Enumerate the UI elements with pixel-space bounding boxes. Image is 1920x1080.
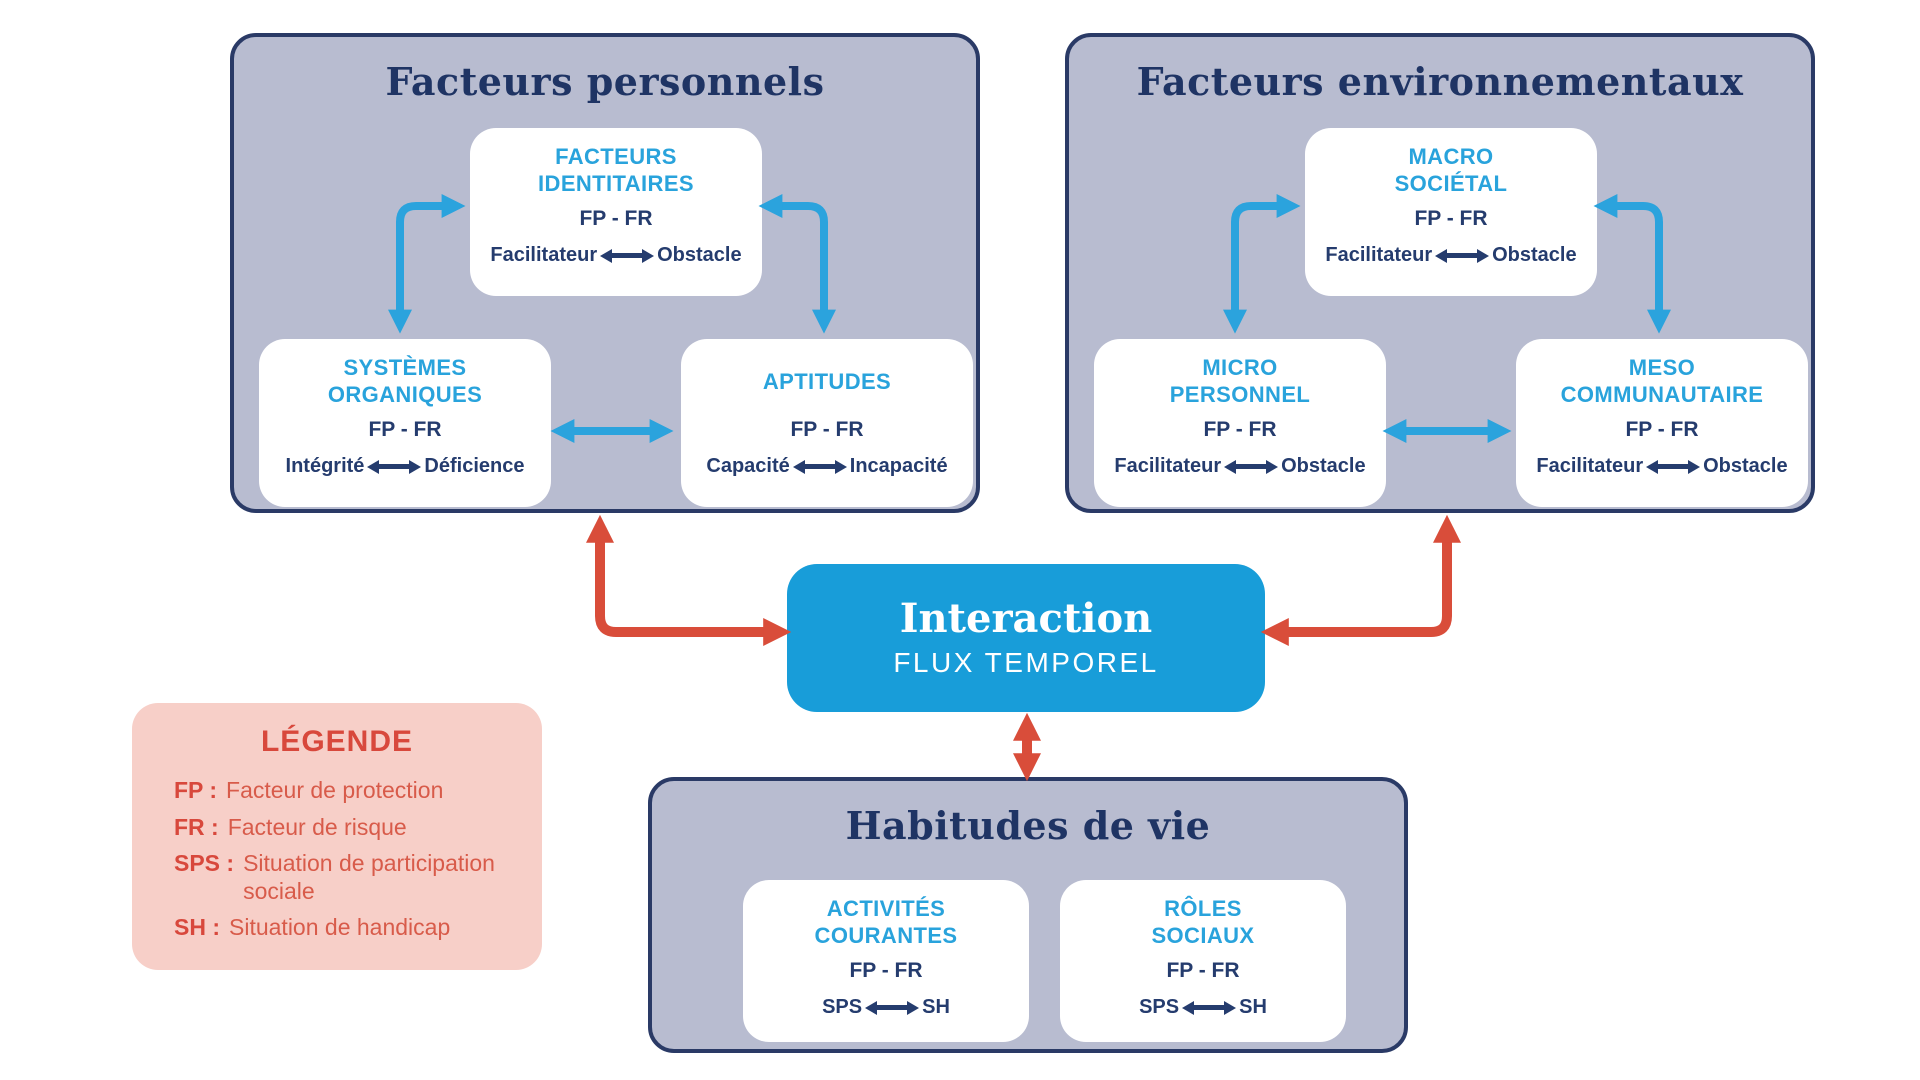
- box-heading: RÔLES SOCIAUX: [1151, 896, 1255, 948]
- panel-life-habits-title: Habitudes de vie: [845, 803, 1211, 848]
- double-arrow-icon: [378, 464, 411, 469]
- legend-text: Situation de participation sociale: [243, 850, 495, 904]
- double-arrow-icon: [611, 253, 644, 258]
- fp-fr-label: FP - FR: [1414, 207, 1488, 230]
- double-arrow-icon: [1657, 464, 1690, 469]
- panel-personal-factors: Facteurs personnels FACTEURS IDENTITAIRE…: [230, 33, 980, 513]
- panel-environmental-factors-title: Facteurs environnementaux: [1136, 59, 1744, 104]
- arrow-personal-interaction: [586, 514, 792, 646]
- spectrum-left-label: Facilitateur: [1325, 244, 1433, 266]
- spectrum-row: SPS SH: [1139, 996, 1267, 1019]
- box-heading: MACRO SOCIÉTAL: [1394, 144, 1508, 196]
- spectrum-right-label: SH: [922, 996, 950, 1018]
- panel-personal-factors-title: Facteurs personnels: [385, 59, 825, 104]
- legend-abbr: FR :: [174, 813, 219, 840]
- spectrum-left-label: Facilitateur: [1114, 455, 1222, 477]
- double-arrow-icon: [1235, 464, 1268, 469]
- box-macro-societal: MACRO SOCIÉTAL FP - FR Facilitateur Obst…: [1305, 128, 1597, 296]
- box-systemes-organiques: SYSTÈMES ORGANIQUES FP - FR Intégrité Dé…: [259, 339, 551, 507]
- spectrum-right-label: Obstacle: [1281, 455, 1366, 477]
- panel-environmental-factors: Facteurs environnementaux MACRO SOCIÉTAL…: [1065, 33, 1815, 513]
- box-heading: APTITUDES: [762, 368, 892, 394]
- spectrum-left-label: SPS: [1139, 996, 1180, 1018]
- box-heading: MESO COMMUNAUTAIRE: [1560, 355, 1764, 407]
- spectrum-row: SPS SH: [822, 996, 950, 1019]
- fp-fr-label: FP - FR: [790, 418, 864, 441]
- fp-fr-label: FP - FR: [1203, 418, 1277, 441]
- spectrum-row: Facilitateur Obstacle: [490, 244, 741, 267]
- box-roles-sociaux: RÔLES SOCIAUX FP - FR SPS SH: [1060, 880, 1346, 1042]
- box-aptitudes: APTITUDES FP - FR Capacité Incapacité: [681, 339, 973, 507]
- legend-entry: FP : Facteur de protection: [174, 777, 514, 805]
- spectrum-left-label: Facilitateur: [1536, 455, 1644, 477]
- legend-abbr: FP :: [174, 777, 218, 803]
- spectrum-right-label: Obstacle: [1703, 455, 1788, 477]
- fp-fr-label: FP - FR: [579, 207, 653, 230]
- spectrum-row: Intégrité Déficience: [286, 455, 525, 478]
- arrow-environmental-interaction: [1260, 514, 1461, 646]
- double-arrow-icon: [1193, 1005, 1226, 1010]
- legend-text: Facteur de risque: [227, 813, 407, 840]
- box-micro-personnel: MICRO PERSONNEL FP - FR Facilitateur Obs…: [1094, 339, 1386, 507]
- fp-fr-label: FP - FR: [849, 959, 923, 982]
- spectrum-right-label: Obstacle: [657, 244, 742, 266]
- legend-text: Situation de handicap: [229, 914, 451, 941]
- legend-text: Facteur de protection: [226, 777, 444, 803]
- spectrum-left-label: Capacité: [706, 455, 790, 477]
- spectrum-left-label: SPS: [822, 996, 863, 1018]
- interaction-title: Interaction: [899, 595, 1153, 642]
- box-heading: FACTEURS IDENTITAIRES: [538, 144, 694, 196]
- fp-fr-label: FP - FR: [1625, 418, 1699, 441]
- spectrum-left-label: Facilitateur: [490, 244, 598, 266]
- spectrum-right-label: Déficience: [424, 455, 525, 477]
- spectrum-row: Facilitateur Obstacle: [1114, 455, 1365, 478]
- box-meso-communautaire: MESO COMMUNAUTAIRE FP - FR Facilitateur …: [1516, 339, 1808, 507]
- legend-entry: SH : Situation de handicap: [174, 914, 514, 942]
- double-arrow-icon: [803, 464, 836, 469]
- spectrum-right-label: Obstacle: [1492, 244, 1577, 266]
- interaction-subtitle: FLUX TEMPOREL: [893, 647, 1159, 678]
- legend-title: LÉGENDE: [260, 725, 414, 758]
- spectrum-right-label: Incapacité: [849, 455, 948, 477]
- box-facteurs-identitaires: FACTEURS IDENTITAIRES FP - FR Facilitate…: [470, 128, 762, 296]
- box-activites-courantes: ACTIVITÉS COURANTES FP - FR SPS SH: [743, 880, 1029, 1042]
- fp-fr-label: FP - FR: [1166, 959, 1240, 982]
- legend-box: LÉGENDE FP : Facteur de protection FR : …: [132, 703, 542, 970]
- box-heading: SYSTÈMES ORGANIQUES: [327, 355, 483, 407]
- spectrum-row: Facilitateur Obstacle: [1536, 455, 1787, 478]
- double-arrow-icon: [876, 1005, 909, 1010]
- double-arrow-icon: [1446, 253, 1479, 258]
- spectrum-right-label: SH: [1239, 996, 1267, 1018]
- legend-abbr: SH :: [174, 914, 220, 941]
- spectrum-row: Capacité Incapacité: [706, 455, 947, 478]
- legend-entry: FR : Facteur de risque: [174, 814, 514, 842]
- spectrum-left-label: Intégrité: [285, 455, 365, 477]
- legend-abbr: SPS :: [174, 850, 235, 877]
- fp-fr-label: FP - FR: [368, 418, 442, 441]
- panel-life-habits: Habitudes de vie ACTIVITÉS COURANTES FP …: [648, 777, 1408, 1053]
- legend-entry: SPS : Situation de participation sociale: [174, 850, 514, 905]
- interaction-box: Interaction FLUX TEMPOREL: [787, 564, 1265, 712]
- box-heading: ACTIVITÉS COURANTES: [814, 896, 958, 948]
- spectrum-row: Facilitateur Obstacle: [1325, 244, 1576, 267]
- box-heading: MICRO PERSONNEL: [1169, 355, 1311, 407]
